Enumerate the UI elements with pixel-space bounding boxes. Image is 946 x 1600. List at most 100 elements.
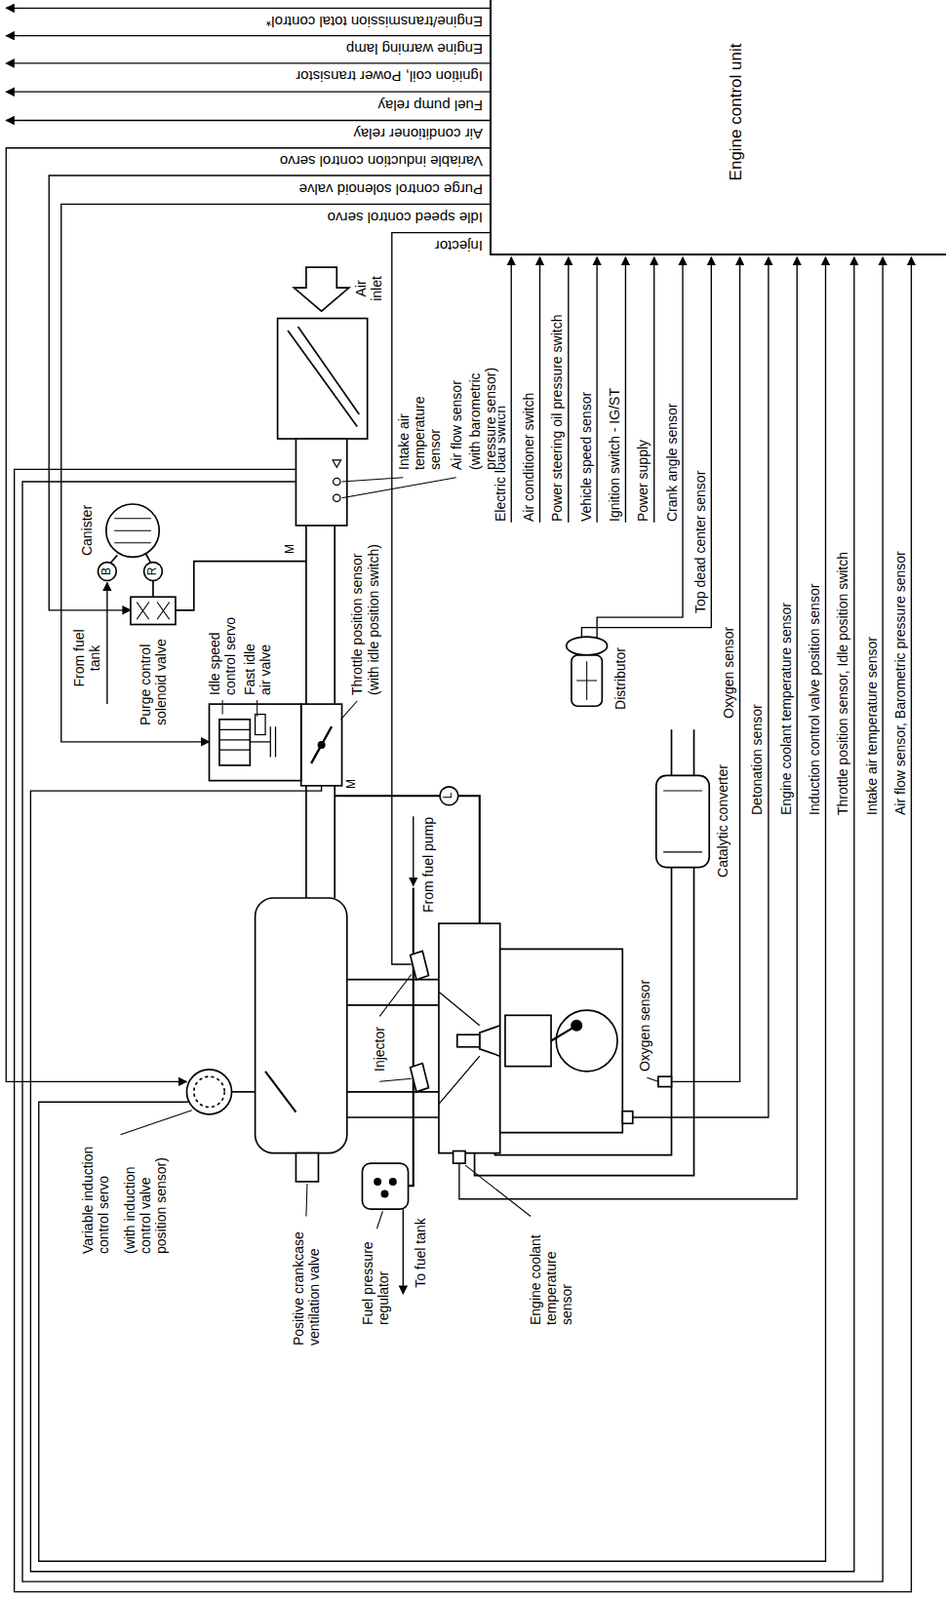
piston <box>505 1015 552 1066</box>
input-wire <box>539 257 541 523</box>
input-wire <box>30 257 854 1573</box>
label-holder: Ignition switch - IG/ST <box>606 387 623 523</box>
throttle-body <box>301 704 343 787</box>
air-flow-sensor-body <box>295 438 347 526</box>
output-wires <box>5 7 490 1082</box>
label-holder: From fuel pump <box>420 815 436 913</box>
label-holder: Vehicle speed sensor <box>578 391 594 523</box>
input-wire <box>632 257 769 1118</box>
port-letter: L <box>442 791 457 801</box>
unit-title: Engine control unit <box>727 42 748 183</box>
leader-line <box>222 700 224 715</box>
label-holder: Engine coolant temperature sensor <box>527 1223 575 1327</box>
fuel-pressure-regulator <box>361 1163 408 1210</box>
label-holder: To fuel tank <box>412 1217 429 1290</box>
canister <box>106 504 159 557</box>
induction-control-valve <box>265 1071 296 1113</box>
barometric-sensor-symbol <box>332 460 341 468</box>
leader-line <box>256 700 258 717</box>
surge-tank <box>255 898 348 1154</box>
label-holder: Power steering oil pressure switch <box>549 313 565 522</box>
label-holder: Fuel pressure regulator <box>359 1228 392 1327</box>
label-holder: Injector <box>371 1025 388 1073</box>
output-wire <box>5 35 490 37</box>
input-wire <box>596 257 683 638</box>
output-signal-label: Engine/transmission total control* <box>264 12 484 30</box>
input-signal-label: Oxygen sensor <box>720 626 737 720</box>
leader-line <box>340 701 357 720</box>
label-holder: (with induction control valve position s… <box>120 1147 168 1256</box>
servo-gear <box>194 1076 225 1107</box>
part-label: Idle speed control servo <box>206 603 238 697</box>
label-holder: (with idle position switch) <box>365 543 382 697</box>
output-signal-label: Engine warning lamp <box>345 40 484 58</box>
part-label: To fuel tank <box>412 1217 429 1290</box>
servo-detail <box>219 726 276 757</box>
temperature-sensor-symbol <box>333 477 341 485</box>
input-wire <box>14 257 912 1593</box>
part-label: Canister <box>78 504 95 557</box>
cylinder-head <box>438 923 501 1153</box>
input-signal-label: Induction control valve position sensor <box>806 583 823 817</box>
input-wire <box>595 257 597 523</box>
spark-plug <box>457 1034 480 1048</box>
label-holder: Engine coolant temperature sensor <box>778 601 794 817</box>
air-filter-element <box>287 326 359 428</box>
input-wire <box>22 257 883 1582</box>
converter-detail <box>663 790 703 853</box>
leader-line <box>465 1165 531 1217</box>
label-holder: Purge control solenoid valve <box>137 629 169 727</box>
exhaust-pipe <box>671 729 695 776</box>
label-holder: Injector <box>433 237 484 255</box>
coolant-sensor-symbol <box>453 1151 467 1165</box>
label-holder: From fuel tank <box>71 626 103 691</box>
label-holder: M <box>345 778 359 790</box>
port-letter: M <box>283 543 298 555</box>
input-signal-label: Top dead center sensor <box>692 470 709 615</box>
part-label: Catalytic converter <box>714 763 731 879</box>
crankshaft <box>555 1010 618 1072</box>
control-unit-box: Engine control unit <box>489 0 946 256</box>
distributor-body <box>571 655 602 707</box>
input-signal-label: Throttle position sensor, Idle position … <box>834 551 851 817</box>
part-label: Injector <box>371 1025 388 1073</box>
label-holder: Induction control valve position sensor <box>806 583 823 817</box>
label-holder: Fuel pump relay <box>376 96 484 114</box>
input-wire <box>671 257 741 1083</box>
label-holder: Engine warning lamp <box>345 40 484 58</box>
output-wire <box>5 7 490 9</box>
label-holder: Ignition coil, Power transistor <box>294 68 484 85</box>
purge-hose <box>175 561 307 611</box>
idle-speed-servo <box>209 704 302 781</box>
input-wire <box>39 257 827 1562</box>
cylinder-block <box>500 948 624 1133</box>
part-label: (with idle position switch) <box>365 543 382 697</box>
label-holder: Idle speed control servo <box>206 603 238 697</box>
port-circle <box>97 562 117 582</box>
throttle-valve <box>311 726 332 764</box>
port-circle <box>439 787 459 806</box>
leader-line <box>119 1110 192 1136</box>
part-label: Distributor <box>612 646 629 711</box>
regulator-detail <box>374 1179 381 1185</box>
leader-lines <box>119 477 658 1233</box>
servo-shaft <box>232 1091 256 1094</box>
input-wire <box>653 257 655 523</box>
input-signal-label: Air flow sensor, Barometric pressure sen… <box>892 550 908 817</box>
label-holder: Oxygen sensor <box>720 626 737 720</box>
injector <box>410 1064 430 1093</box>
fuel-feed-line <box>412 816 414 886</box>
label-holder: Variable induction control servo <box>278 153 484 170</box>
label-holder: Intake air temperature sensor <box>395 387 443 472</box>
label-holder: Purge control solenoid valve <box>298 180 484 198</box>
input-signal-label: Crank angle sensor <box>663 401 679 522</box>
node-text-holder: Engine control unit <box>727 42 748 183</box>
label-holder: L <box>442 791 457 801</box>
leader-line <box>306 1183 308 1217</box>
label-holder: Catalytic converter <box>714 763 731 879</box>
canister-detail <box>114 518 152 544</box>
label-holder: Throttle position sensor, Idle position … <box>834 551 851 817</box>
input-wire <box>567 257 569 523</box>
output-signal-label: Purge control solenoid valve <box>298 180 484 198</box>
input-signal-label: Engine coolant temperature sensor <box>778 601 794 817</box>
